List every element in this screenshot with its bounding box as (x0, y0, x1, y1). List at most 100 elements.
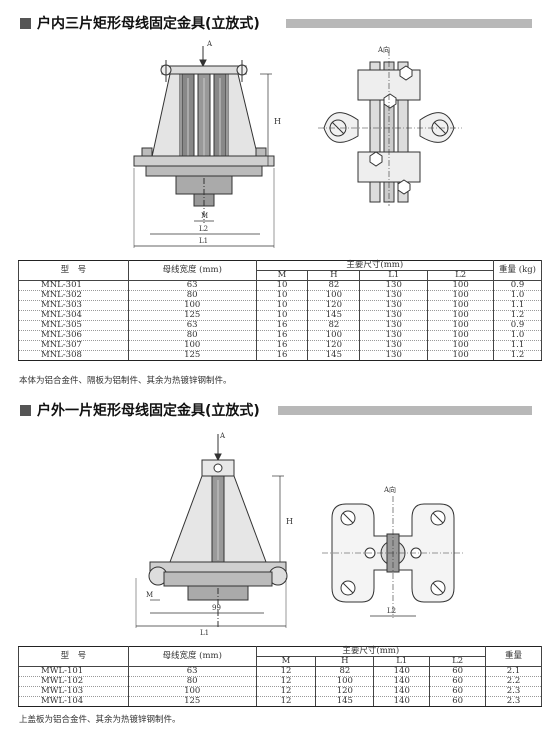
s1-cell-model: MNL-308 (18, 350, 129, 361)
s1-cell-width: 125 (127, 350, 257, 361)
s1-cell-width: 100 (127, 340, 257, 351)
s1-cell-weight: 1.1 (493, 340, 542, 351)
section2-title: 户外一片矩形母线固定金具(立放式) (37, 403, 260, 419)
s1-header-h: H (307, 270, 361, 281)
s1-header-m: M (255, 270, 309, 281)
s2-l2-label: L2 (387, 607, 396, 615)
section1-title-bar (286, 19, 532, 28)
s2-height-label: H (286, 517, 293, 526)
s1-cell-m: 16 (255, 320, 309, 331)
s2-cell-h: 82 (315, 666, 375, 677)
s1-cell-width: 80 (127, 290, 257, 301)
s1-cell-weight: 1.2 (493, 350, 542, 361)
s2-cell-l1: 140 (373, 666, 431, 677)
s1-cell-h: 82 (307, 320, 361, 331)
s2-arrow-label: A (219, 432, 226, 440)
s1-cell-model: MNL-304 (18, 310, 129, 321)
s1-header-main-dims: 主要尺寸(mm) (255, 260, 495, 271)
s1-view-label: A向 (377, 45, 390, 54)
s2-cell-width: 63 (127, 666, 257, 677)
s2-header-weight: 重量 (485, 646, 542, 667)
s2-dim99-label: 99 (212, 604, 221, 612)
section1-front-view-drawing: A H M L2 L1 (133, 40, 281, 248)
heading-square-icon (20, 404, 31, 416)
s1-cell-m: 16 (255, 340, 309, 351)
s1-cell-m: 16 (255, 330, 309, 341)
s2-cell-width: 125 (127, 696, 257, 707)
s1-l2-label: L2 (199, 225, 208, 233)
section1-top-view-drawing: A向 (318, 45, 462, 206)
s1-cell-width: 100 (127, 300, 257, 311)
s1-cell-weight: 0.9 (493, 320, 542, 331)
s2-header-main-dims: 主要尺寸(mm) (255, 646, 487, 657)
s1-cell-weight: 1.2 (493, 310, 542, 321)
s1-header-weight: 重量 (kg) (493, 260, 542, 281)
s1-cell-m: 10 (255, 300, 309, 311)
section1-spec-table: 型 号 母线宽度 (mm) 主要尺寸(mm) 重量 (kg) M H L1 L2… (18, 260, 542, 361)
s2-cell-width: 100 (127, 686, 257, 697)
s1-cell-l1: 130 (359, 320, 429, 331)
s1-cell-h: 120 (307, 340, 361, 351)
s1-cell-weight: 1.0 (493, 330, 542, 341)
s1-cell-l2: 100 (427, 350, 495, 361)
s1-cell-l1: 130 (359, 300, 429, 311)
s1-cell-m: 10 (255, 280, 309, 291)
s1-cell-model: MNL-303 (18, 300, 129, 311)
section1-title: 户内三片矩形母线固定金具(立放式) (37, 16, 260, 32)
s2-cell-model: MWL-102 (18, 676, 129, 687)
s2-header-width: 母线宽度 (mm) (127, 646, 257, 667)
s2-cell-m: 12 (255, 696, 317, 707)
s1-height-label: H (274, 117, 281, 126)
s2-cell-m: 12 (255, 676, 317, 687)
heading-square-icon (20, 17, 31, 29)
s2-cell-h: 100 (315, 676, 375, 687)
section1-heading: 户内三片矩形母线固定金具(立放式) (20, 14, 260, 32)
s2-cell-weight: 2.2 (485, 676, 542, 687)
s2-cell-l2: 60 (429, 676, 487, 687)
s1-cell-h: 100 (307, 290, 361, 301)
s1-cell-weight: 1.1 (493, 300, 542, 311)
s2-header-l1: L1 (373, 656, 431, 667)
s1-cell-weight: 1.0 (493, 290, 542, 301)
s1-cell-m: 16 (255, 350, 309, 361)
s2-l1-label: L1 (200, 629, 209, 637)
s2-cell-h: 120 (315, 686, 375, 697)
s2-cell-weight: 2.3 (485, 686, 542, 697)
s2-header-l2: L2 (429, 656, 487, 667)
s2-cell-m: 12 (255, 686, 317, 697)
s2-cell-model: MWL-103 (18, 686, 129, 697)
section2-title-bar (278, 406, 532, 415)
s1-cell-l2: 100 (427, 300, 495, 311)
s1-cell-width: 63 (127, 320, 257, 331)
s1-cell-model: MNL-306 (18, 330, 129, 341)
s1-cell-l2: 100 (427, 290, 495, 301)
s2-m-label: M (146, 591, 153, 599)
s1-cell-h: 100 (307, 330, 361, 341)
s1-cell-l1: 130 (359, 340, 429, 351)
s1-cell-l2: 100 (427, 340, 495, 351)
s1-cell-m: 10 (255, 310, 309, 321)
s1-header-l2: L2 (427, 270, 495, 281)
s1-cell-l2: 100 (427, 280, 495, 291)
s1-m-label: M (201, 212, 208, 220)
section2-front-view-drawing: A H M 99 L1 (135, 432, 293, 637)
s1-l1-label: L1 (199, 237, 208, 245)
s2-cell-l2: 60 (429, 696, 487, 707)
section2-heading: 户外一片矩形母线固定金具(立放式) (20, 401, 260, 419)
s1-cell-h: 145 (307, 350, 361, 361)
s1-cell-l1: 130 (359, 280, 429, 291)
s2-cell-weight: 2.3 (485, 696, 542, 707)
s2-cell-weight: 2.1 (485, 666, 542, 677)
s2-view-label: A向 (383, 485, 396, 494)
s2-cell-l1: 140 (373, 696, 431, 707)
s1-cell-l2: 100 (427, 330, 495, 341)
